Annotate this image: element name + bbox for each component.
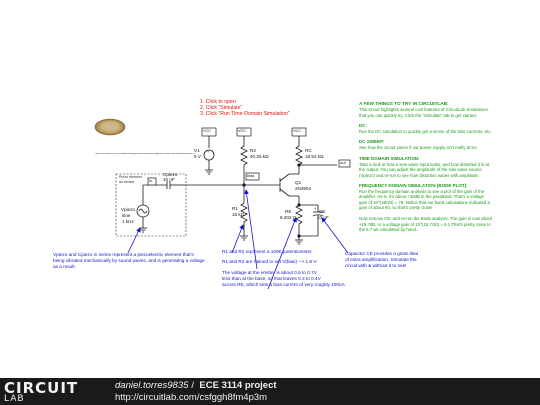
q1-value: 2N3904 [295,186,312,191]
piezo-box-title: Piezo element [119,175,142,179]
instruction-step-2[interactable]: 2. Click "Simulate" [200,105,243,111]
sidebar-dc-heading: DC: [359,123,367,128]
instruction-step-1[interactable]: 1. Click to open [200,99,236,105]
svg-text:+: + [207,149,210,154]
ce-name: CE [319,209,326,214]
sidebar-remove-text-2: +15.7dB, or a voltage gain of 10^(15.7/2… [359,221,491,227]
note-resistors: R1 and R2 represent a 100K potentiometer… [222,249,313,254]
sidebar-remove-text-3: the 6.7 we calculated by hand. [359,227,418,232]
re-name: RE [285,209,292,214]
schematic-canvas[interactable]: + + 1. Click to open 2. Click "Simulate"… [0,0,540,378]
sidebar-freq-text-2: amplifier. As-is, it's about +38dB in th… [359,194,484,199]
piezo-box-subtitle: as sensor [119,180,135,184]
r1-value: 15 kΩ [232,212,245,217]
sidebar-remove-text-1: Now remove CE, and re-run the Bode analy… [359,216,492,221]
sidebar-freq-text-4: gain of about 80, so that's pretty close… [359,205,433,210]
v1-name: V1 [194,148,200,153]
note-ratio: R1 and R2 are ratioed to set V(bias) -->… [222,259,318,264]
vcc-label-1: VCC [203,129,212,133]
sidebar-freq-text-1: Run the frequency-domain analysis to see… [359,188,485,194]
rc-name: RC [305,148,312,153]
sidebar-time-text-1: Take a look at how a sine wave input loo… [359,161,489,167]
ce-value: 10 µF [317,215,329,220]
footer-project-url[interactable]: http://circuitlab.com/csfggh8fm4p3m [115,392,268,403]
footer-username[interactable]: daniel.torres9835 [115,380,189,391]
r2-value: 40.25 kΩ [250,154,269,159]
note-piezo-line-3: as a result. [53,264,76,269]
note-capacitor-line-1: Capacitor CE provides a great deal [345,251,418,256]
vpiezo-kind: sine [122,213,131,218]
r2-name: R2 [250,148,256,153]
note-emitter-line-2: less than at the base, so that leaves 0.… [222,276,321,281]
footer-project-title[interactable]: ECE 3114 project [199,380,277,391]
svg-text:+: + [314,206,317,211]
note-emitter-line-3: across RE, which sets a bias current of … [222,282,345,287]
sidebar-heading: A FEW THINGS TO TRY IN CIRCUITLAB: [359,101,449,106]
vcc-label-3: VCC [293,129,302,133]
schematic-svg: + + [94,118,351,290]
circuitlab-logo[interactable]: CIRCUIT LAB [4,379,84,405]
instruction-step-3[interactable]: 3. Click "Run Time-Domain Simulation" [200,111,290,117]
sidebar-sweep-text: See how the circuit varies if our power … [359,144,478,150]
re-value: 6.402 Ω [280,215,297,220]
note-piezo-line-2: being vibrated mechanically by sound wav… [53,258,205,263]
footer-separator: / [191,380,195,391]
q1-name: Q1 [295,180,302,185]
vpiezo-name: Vpiezo [121,207,136,212]
sidebar-sweep-heading: DC SWEEP: [359,139,385,144]
footer-bar: CIRCUIT LAB daniel.torres9835 / ECE 3114… [0,378,540,405]
piezo-element-box [115,173,187,237]
sidebar-time-text-3: (Vpiezo) and re-run to see how distortio… [359,172,480,178]
sidebar-freq-text-3: gain of 10^(38/20) = 79. Notice that our… [359,199,490,205]
piezo-disc-image [94,118,126,136]
bias-node-label: bias [247,172,255,178]
sidebar-dc-text: Run the DC simulation to quickly get a s… [359,128,492,134]
piezo-image-url[interactable]: http://flux.wavcitdi.com/media/catalog/p… [95,153,195,155]
in-node-label: in [149,177,153,183]
note-capacitor-line-2: of extra amplification. Simulate the [345,257,417,262]
note-piezo-line-1: Vpiezo and Cpiezo in series represent a … [53,252,194,257]
r1-name: R1 [232,206,238,211]
sidebar-time-text-2: the output. You can adjust the amplitude… [359,167,482,172]
sidebar-time-heading: TIME DOMAIN SIMULATION: [359,156,420,161]
note-capacitor-line-3: circuit with & without it to see! [345,263,407,268]
cpiezo-value: 10 nF [163,177,175,182]
vcc-label-2: VCC [238,129,247,133]
logo-text-top: CIRCUIT [4,379,79,397]
note-emitter-line-1: The voltage at the emitter is about 0.6 … [222,270,317,275]
rc-value: 18.53 kΩ [305,154,324,159]
logo-text-bottom: LAB [4,394,25,404]
cpiezo-name: Cpiezo [163,172,178,177]
sidebar-intro-2: that you can quickly try. Click the "Sim… [359,112,477,118]
sidebar-freq-heading: FREQUENCY DOMAIN SIMULATION (BODE PLOT): [359,183,468,188]
sidebar-intro-1: This circuit highlights several cool fea… [359,107,488,112]
out-node-label: out [340,159,346,165]
vpiezo-freq: 1 kHz [122,219,134,224]
v1-value: 5 V [194,154,201,159]
